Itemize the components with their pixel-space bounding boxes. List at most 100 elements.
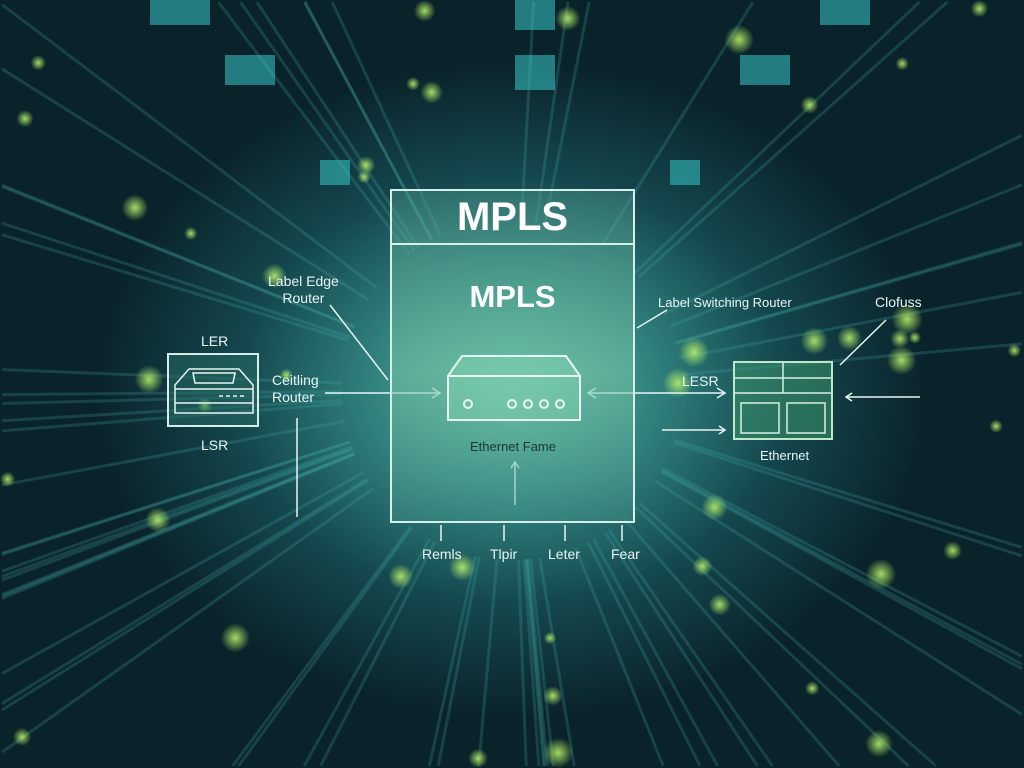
cloud-label: Clofuss [875,294,922,310]
glow-dot [943,541,962,561]
light-streak [436,556,481,767]
ethernet-port-icon [735,363,831,434]
mpls-subtitle: MPLS [469,279,556,314]
light-streak [1,479,369,712]
glow-dot [724,24,754,55]
glow-dot [184,226,198,241]
light-streak [1,419,346,487]
light-streak [477,559,499,767]
lesr-label: LESR [682,373,719,389]
glow-dot [891,303,923,335]
light-streak [622,517,841,767]
label-line: Router [282,290,325,306]
glow-dot [708,593,731,616]
light-streak [217,1,411,256]
light-streak [675,242,1023,345]
light-streak [669,183,1023,328]
glow-dot [121,194,149,222]
light-streak [526,559,549,767]
light-streak [592,538,719,767]
glow-dot [279,368,293,382]
light-streak [1,440,351,556]
glow-dot [800,95,819,114]
light-streak [654,479,1023,716]
glow-dot [16,109,34,128]
lsr-label: LSR [201,437,229,453]
glow-dot [1007,343,1022,358]
glow-dot [134,364,164,394]
light-streak [231,525,412,767]
glow-dot [413,0,436,22]
glow-dot [701,494,728,521]
glow-dot [420,81,443,104]
switch-icon [174,368,254,414]
router-icon [447,355,581,421]
light-streak [1,183,355,329]
light-streak [1,451,355,596]
light-streak [574,547,665,767]
glow-dot [468,748,488,768]
light-streak [1,440,351,555]
light-streak [1,233,350,342]
glow-dot [448,553,476,582]
light-streak [525,559,547,767]
light-streak [427,555,477,767]
glow-dot [886,345,917,375]
glow-dot [357,170,371,184]
light-streak [673,438,1023,549]
light-streak [678,290,1023,360]
ler-label: LER [201,333,229,349]
light-streak [519,1,536,221]
light-streak [529,558,555,767]
bottom-label: Tlpir [490,546,518,562]
glow-dot [145,507,171,533]
glow-dot [662,368,693,399]
ethernet-switch [733,361,833,440]
glow-dot [543,631,557,645]
light-streak [1,471,365,675]
light-streak [637,0,949,278]
light-streak [586,541,702,767]
label-line: Router [272,389,315,405]
light-streak [634,0,921,274]
glow-dot [261,263,287,289]
light-streak [1,446,353,578]
glow-dot [220,623,251,653]
light-streak [1,3,378,289]
light-streak [634,505,910,768]
glow-dot [865,730,893,758]
light-streak [1,445,353,573]
glow-dot [800,327,829,355]
light-streak [1,452,356,600]
light-streak [239,1,416,252]
glow-dot [692,556,713,577]
glow-dot [679,337,710,368]
label-line: Label Edge [268,273,339,289]
label-line: Ceitling [272,372,319,388]
ethernet-label: Ethernet [760,448,810,463]
light-streak [237,526,414,767]
glow-dot [30,55,46,71]
mpls-title: MPLS [392,191,633,245]
bottom-label: Fear [611,546,640,562]
light-streak [603,531,759,767]
light-streak [663,133,1023,316]
glow-dot [555,6,581,31]
light-streak [1,447,354,582]
label-edge-router-label: Label Edge Router [268,273,339,307]
bottom-label: Leter [548,546,580,562]
glow-dot [12,727,32,747]
glow-dot [837,325,862,351]
glow-dot [970,0,989,18]
light-streak [607,528,774,767]
glow-dot [989,419,1003,433]
getting-router-label: Ceitling Router [272,372,319,406]
label-switching-router-label: Label Switching Router [658,295,792,310]
light-streak [522,559,541,767]
glow-dot [895,56,909,71]
light-streak [1,452,355,598]
bottom-label: Remls [422,546,462,562]
glow-dot [805,681,820,696]
light-streak [516,559,528,767]
